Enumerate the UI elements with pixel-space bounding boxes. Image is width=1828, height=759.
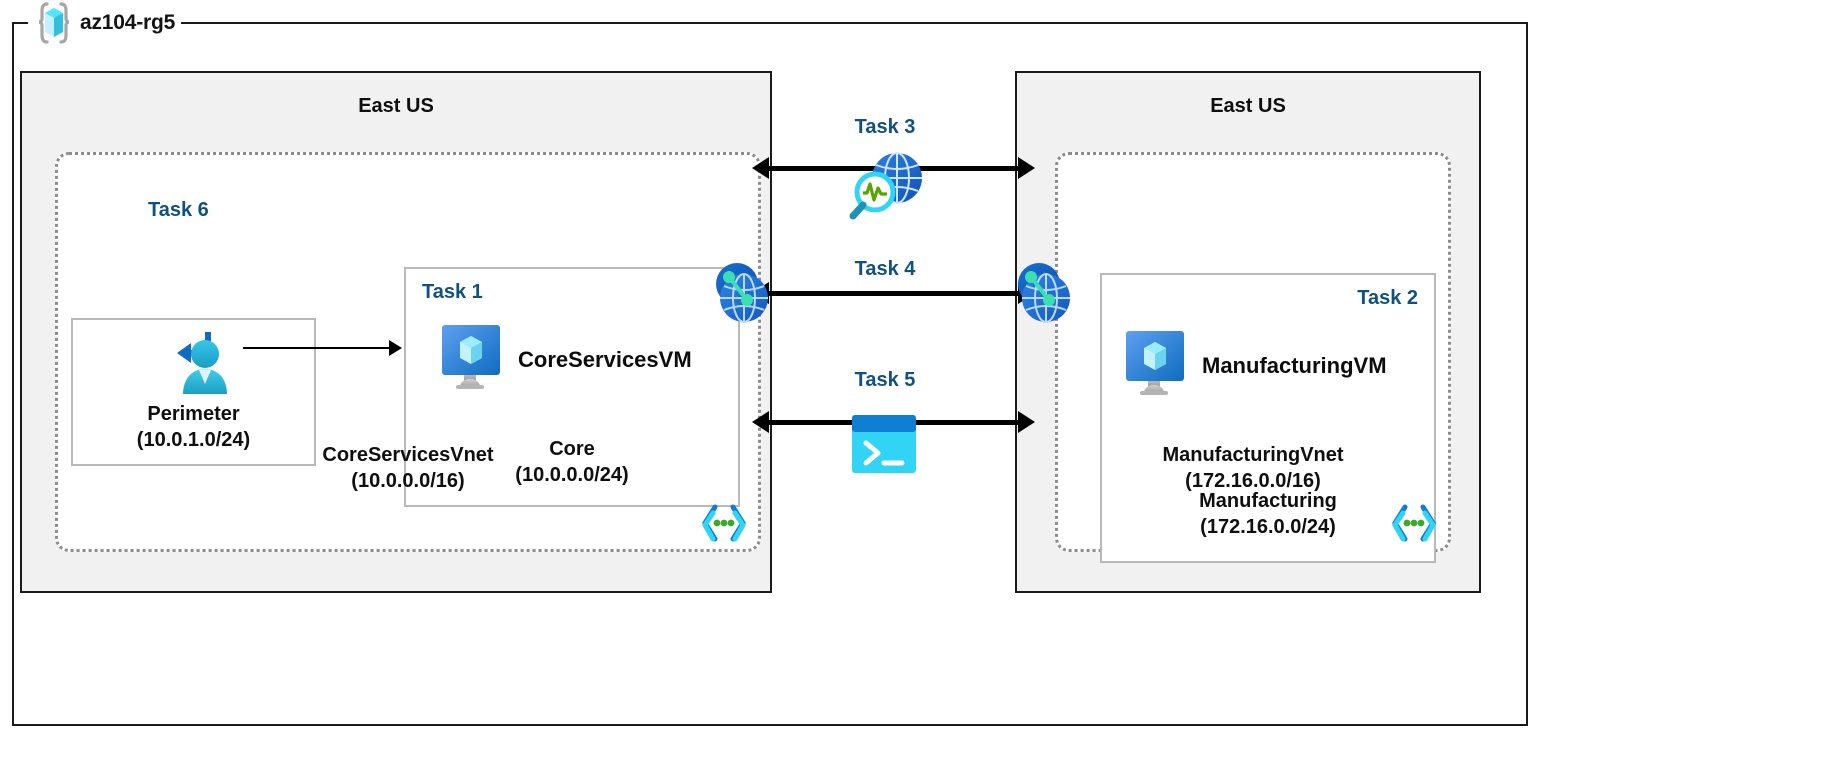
center-task-4-label: Task 4 — [854, 258, 916, 280]
vnet-manufacturing: Task 2 — [1055, 152, 1451, 563]
subnet-brackets-icon — [700, 503, 748, 543]
perimeter-to-core-line — [243, 347, 389, 349]
vnet-coreservices-caption: CoreServicesVnet (10.0.0.0/16) — [58, 442, 758, 495]
subnet-core-caption: Core (10.0.0.0/24) — [406, 436, 738, 489]
task-tag-1: Task 1 — [422, 281, 483, 303]
subnet-manufacturing: Task 2 — [1100, 273, 1436, 563]
task-tag-6: Task 6 — [148, 199, 209, 221]
resource-group-frame — [12, 22, 1528, 726]
vnet-manufacturing-cidr: (172.16.0.0/16) — [1185, 470, 1321, 493]
subnet-core-cidr: (10.0.0.0/24) — [515, 464, 629, 487]
vnet-coreservices-name: CoreServicesVnet — [322, 443, 494, 466]
subnet-perimeter-name: Perimeter — [147, 402, 240, 425]
subnet-brackets-icon — [1390, 503, 1438, 543]
subnet-perimeter: Perimeter (10.0.1.0/24) — [71, 318, 316, 466]
resource-group-name: az104-rg5 — [80, 11, 176, 34]
resource-group-cube-icon — [34, 1, 74, 45]
region-left-eastus: East US Task 6 — [20, 71, 772, 593]
region-right-title: East US — [1210, 95, 1286, 117]
vnet-coreservices-cidr: (10.0.0.0/16) — [351, 470, 465, 493]
subnet-manufacturing-name: Manufacturing — [1199, 489, 1337, 512]
virtual-machine-icon — [438, 321, 504, 398]
vnet-peering-icon — [711, 258, 775, 333]
region-right-eastus: East US Task 2 — [1015, 71, 1481, 593]
azure-bastion-icon — [161, 328, 235, 413]
vm-manufacturing-name: ManufacturingVM — [1202, 352, 1387, 378]
vnet-peering-icon — [1013, 258, 1077, 333]
center-task-5-label: Task 5 — [854, 369, 916, 391]
perimeter-to-core-arrowhead — [389, 340, 402, 356]
network-watcher-icon — [845, 148, 927, 235]
task-3-arrowhead-left — [752, 157, 769, 179]
vm-coreservices: CoreServicesVM — [438, 321, 692, 398]
task-tag-2: Task 2 — [1357, 287, 1418, 309]
task-3-arrowhead-right — [1018, 157, 1035, 179]
task-5-arrowhead-left — [752, 411, 769, 433]
vnet-manufacturing-name: ManufacturingVnet — [1162, 443, 1344, 466]
vnet-manufacturing-caption: ManufacturingVnet (172.16.0.0/16) — [1058, 442, 1448, 495]
center-task-3-label: Task 3 — [854, 116, 916, 138]
task-4-connector-line — [766, 291, 1026, 296]
subnet-perimeter-caption: Perimeter (10.0.1.0/24) — [73, 401, 314, 454]
subnet-perimeter-cidr: (10.0.1.0/24) — [136, 429, 251, 452]
task-5-arrowhead-right — [1018, 411, 1035, 433]
region-left-title: East US — [358, 95, 434, 117]
virtual-machine-icon — [1122, 327, 1188, 404]
vnet-coreservices: Task 6 — [55, 152, 761, 552]
cloud-shell-terminal-icon — [850, 413, 918, 480]
subnet-manufacturing-cidr: (172.16.0.0/24) — [1200, 516, 1336, 539]
resource-group-title: az104-rg5 — [28, 2, 182, 44]
vm-coreservices-name: CoreServicesVM — [518, 346, 692, 372]
vm-manufacturing: ManufacturingVM — [1122, 327, 1387, 404]
subnet-core-name: Core — [549, 437, 595, 460]
subnet-manufacturing-caption: Manufacturing (172.16.0.0/24) — [1102, 488, 1434, 541]
subnet-core: Task 1 — [404, 267, 740, 507]
